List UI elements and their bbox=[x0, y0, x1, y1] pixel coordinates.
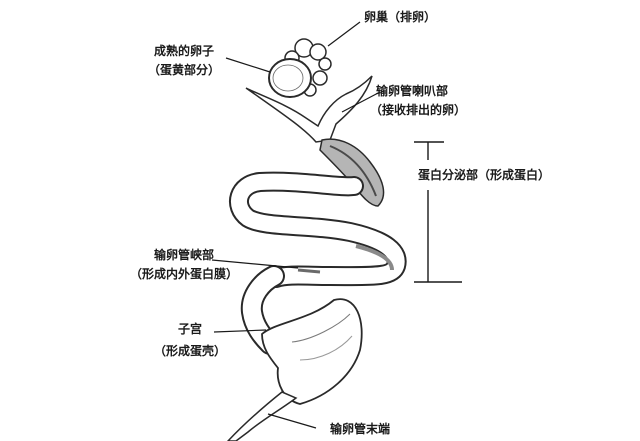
leader-isthmus bbox=[211, 259, 299, 269]
label-infundibulum-note: （接收排出的卵） bbox=[370, 103, 467, 117]
magnum-shaded bbox=[319, 138, 385, 207]
ovary-cluster bbox=[284, 38, 332, 97]
leader-egg bbox=[225, 57, 271, 73]
leader-uterus bbox=[213, 329, 267, 333]
label-isthmus-title: 输卵管峡部 bbox=[153, 248, 215, 262]
label-isthmus-note: （形成内外蛋白膜） bbox=[129, 267, 239, 281]
label-mature-egg-note: （蛋黄部分） bbox=[147, 63, 221, 77]
magnum-bracket bbox=[414, 141, 462, 283]
label-magnum: 蛋白分泌部（形成蛋白） bbox=[418, 168, 551, 182]
label-ovary: 卵巢（排卵） bbox=[364, 10, 437, 24]
uterus bbox=[261, 298, 363, 405]
label-mature-egg-title: 成熟的卵子 bbox=[153, 44, 215, 58]
vagina bbox=[226, 391, 298, 441]
leader-ovary bbox=[327, 21, 361, 47]
label-uterus-note: （形成蛋壳） bbox=[153, 344, 227, 358]
label-vagina: 输卵管末端 bbox=[330, 422, 391, 436]
label-infundibulum-title: 输卵管喇叭部 bbox=[376, 84, 449, 98]
label-uterus-title: 子宫 bbox=[177, 322, 203, 336]
mature-egg bbox=[268, 58, 312, 98]
leader-infundibulum bbox=[341, 91, 381, 113]
leader-vagina bbox=[267, 413, 317, 429]
